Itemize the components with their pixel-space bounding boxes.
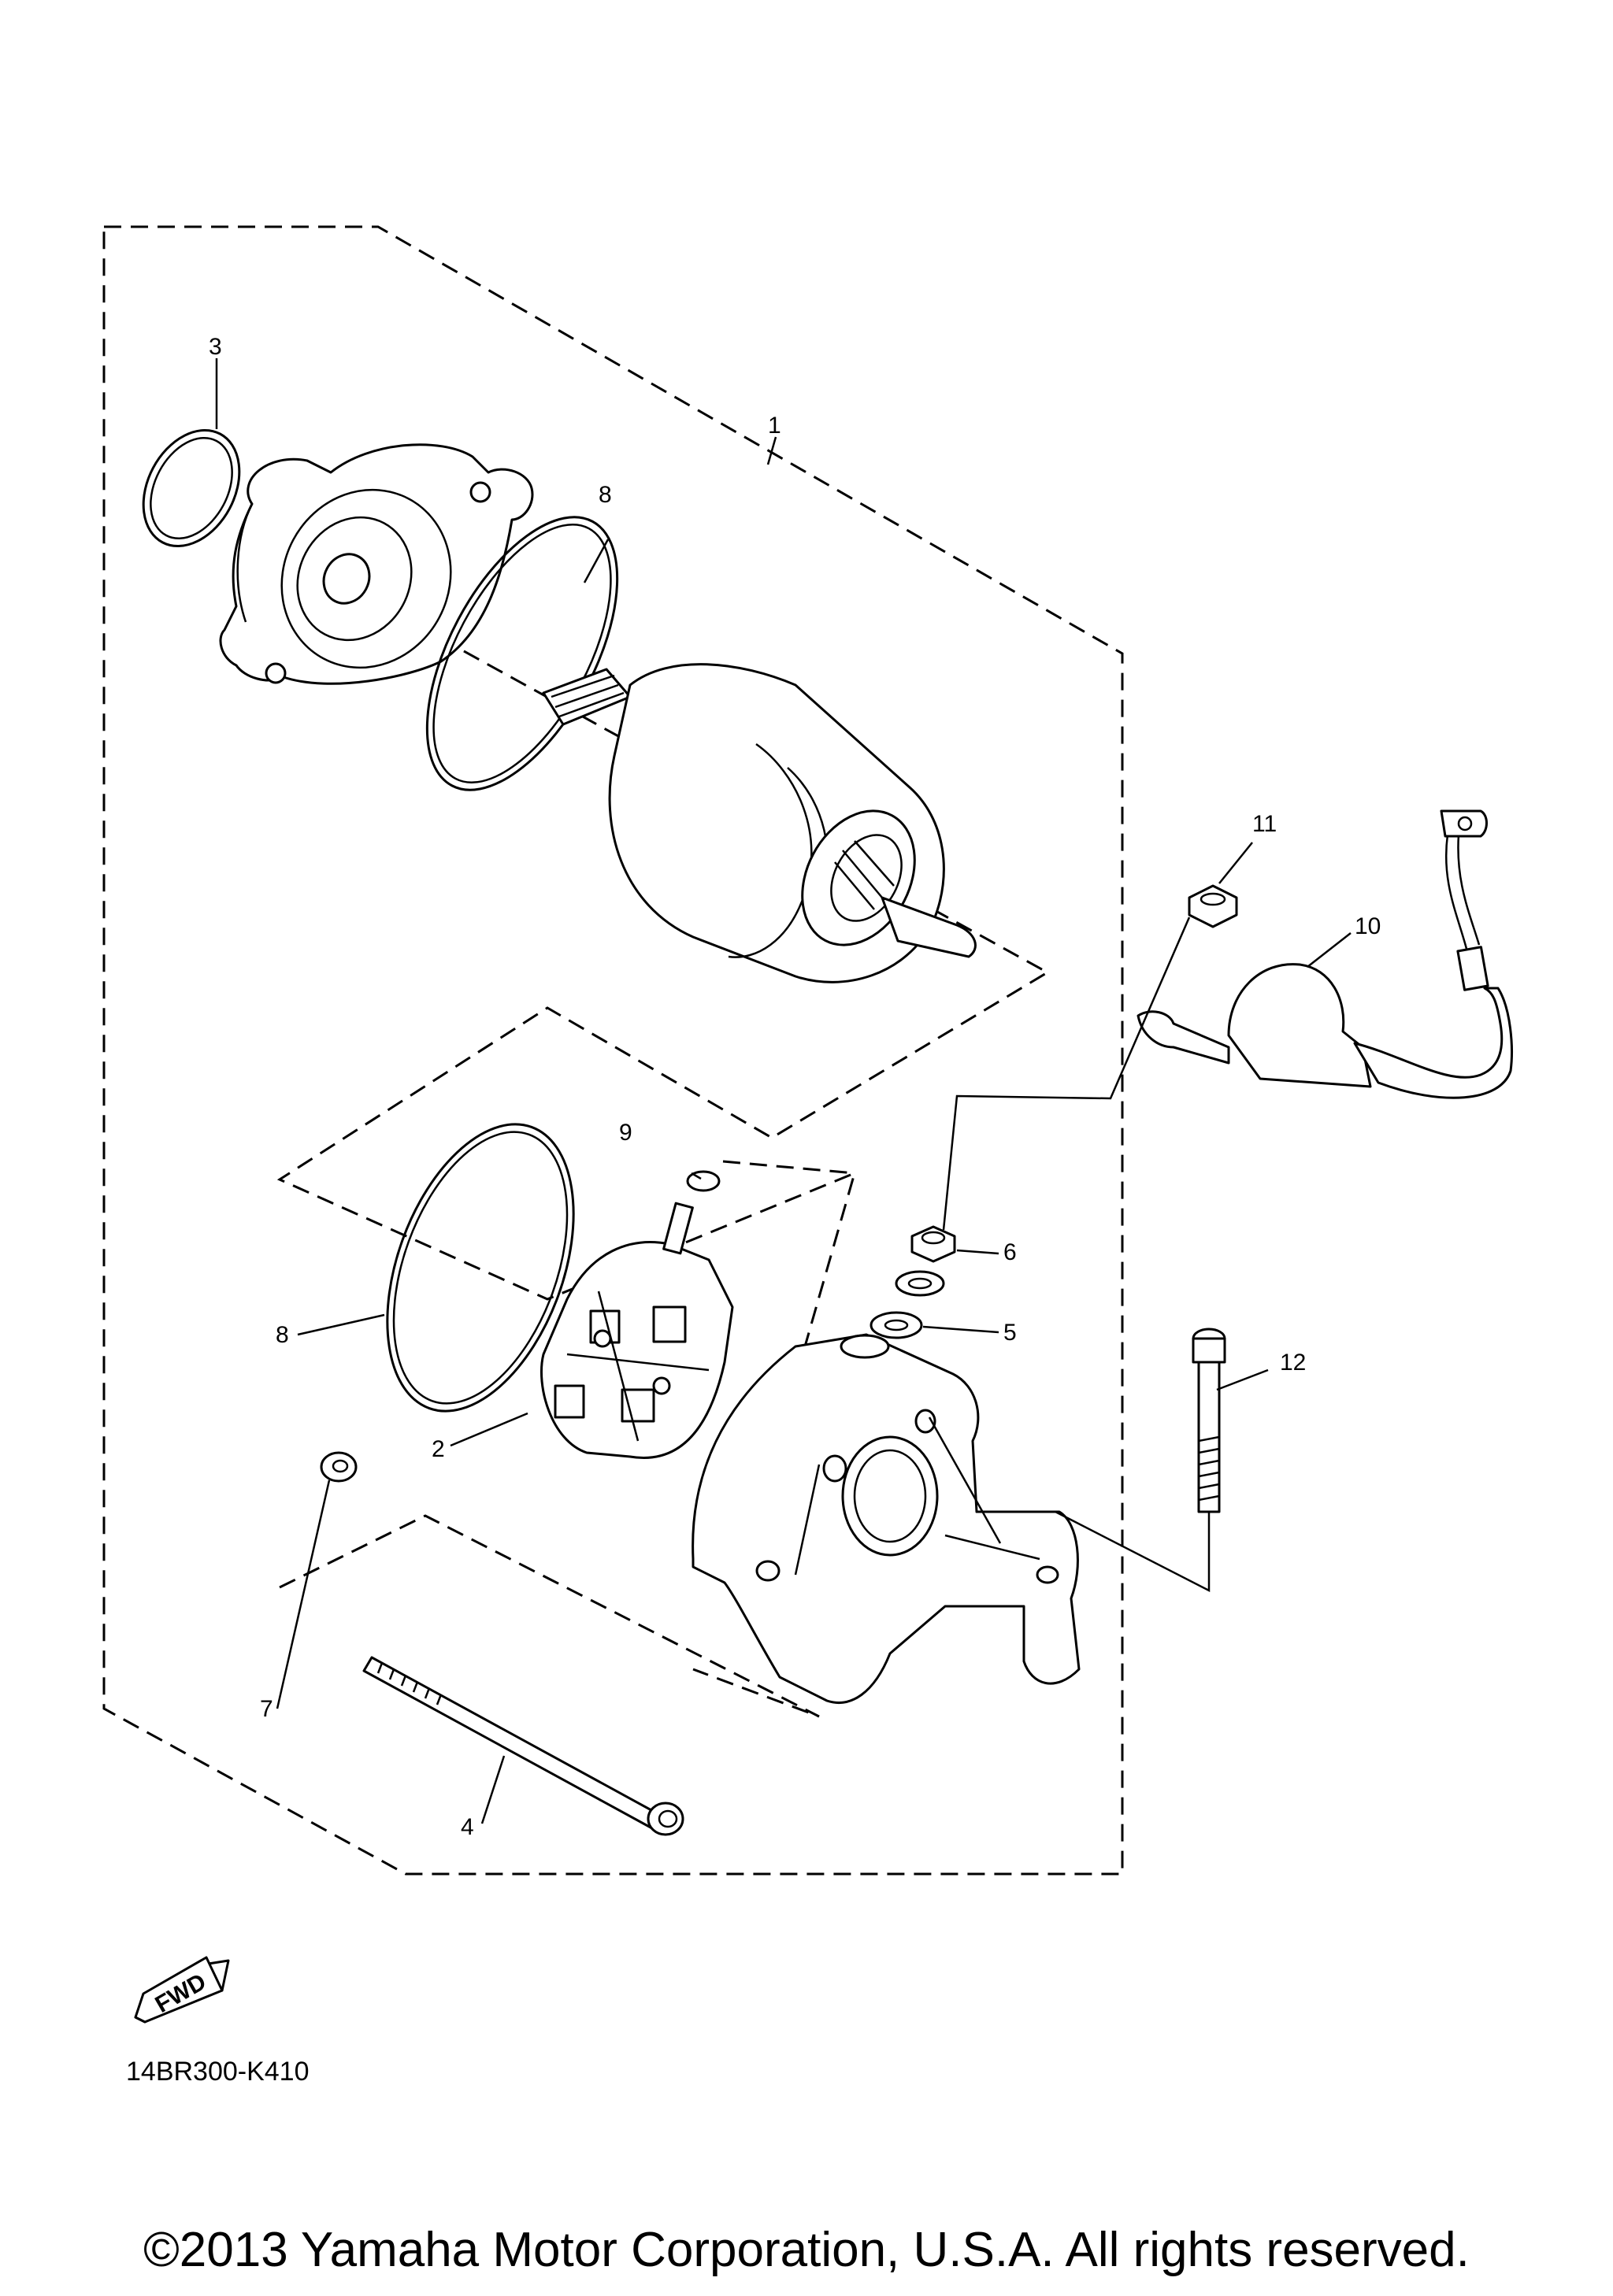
assembly-boundary-dashed: [102, 225, 1124, 1876]
front-cover: [219, 443, 534, 685]
rear-cover: [692, 1333, 1081, 1704]
fwd-arrow-icon: FWD: [134, 1956, 230, 2024]
bolt-12-link: [1055, 1510, 1211, 1593]
callout-4: 4: [461, 1814, 474, 1840]
callout-1: 1: [768, 413, 781, 439]
bolt-4: [362, 1656, 684, 1836]
washer-5: [870, 1270, 945, 1339]
callout-7: 7: [260, 1696, 273, 1722]
bolt-axis-dashed: [279, 1514, 820, 1718]
lead-wire-10: [1137, 809, 1513, 1099]
yoke-armature: [542, 663, 977, 983]
wire-link: [942, 917, 1191, 1231]
callout-3: 3: [209, 334, 222, 360]
callout-11: 11: [1252, 811, 1277, 837]
nut-11: [1188, 884, 1238, 928]
copyright-notice: ©2013 Yamaha Motor Corporation, U.S.A. A…: [143, 2223, 1470, 2277]
callout-8-upper: 8: [599, 482, 612, 508]
callout-8-lower: 8: [276, 1322, 289, 1348]
callout-2: 2: [432, 1436, 445, 1462]
callout-5: 5: [1003, 1320, 1017, 1346]
o-ring-8-lower: [386, 1123, 575, 1413]
nut-6: [910, 1225, 956, 1263]
diagram-code: 14BR300-K410: [126, 2057, 310, 2087]
armature-axis-dashed: [276, 585, 1051, 1383]
callout-6: 6: [1003, 1239, 1017, 1265]
callout-12: 12: [1280, 1350, 1306, 1376]
brush-holder-2: [540, 1202, 734, 1459]
callout-10: 10: [1355, 913, 1381, 939]
washer-7: [320, 1451, 358, 1483]
callout-9: 9: [619, 1120, 632, 1146]
bolt-12: [1192, 1328, 1226, 1513]
brush-axis-dashed: [722, 1160, 855, 1175]
